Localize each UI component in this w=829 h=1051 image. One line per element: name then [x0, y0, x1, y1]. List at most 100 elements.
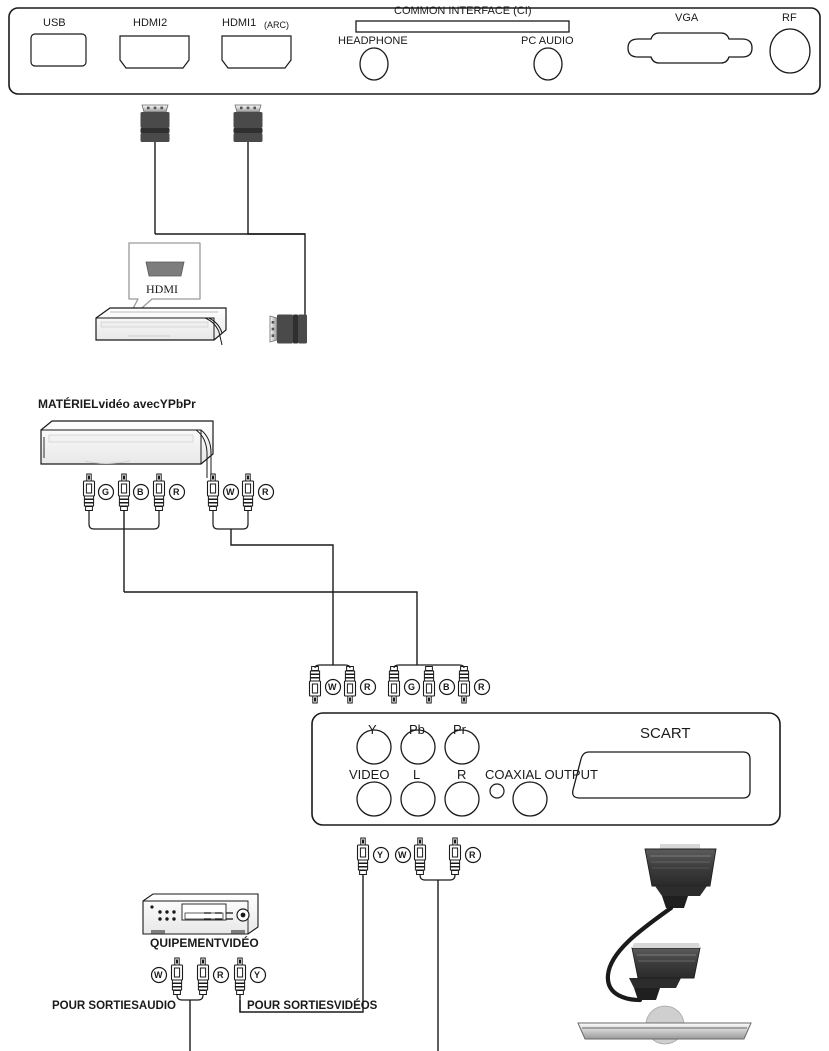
code-text-vy: Y — [254, 970, 261, 980]
mid-component-plug-b — [424, 667, 435, 704]
top-panel-body — [8, 7, 821, 95]
code-text-bw: W — [398, 850, 407, 860]
scart-cable — [577, 844, 752, 1045]
code-text-vr: R — [217, 970, 224, 980]
port-label-vga: VGA — [675, 12, 699, 24]
code-badge-mr2 — [473, 678, 491, 696]
jack-label-y: Y — [368, 722, 377, 737]
mid-component-plug-g — [389, 667, 400, 704]
vcr-heading: QUIPEMENTVIDÉO — [150, 936, 259, 950]
port-headphone-shape[interactable] — [359, 47, 389, 81]
code-text-r: R — [173, 487, 180, 497]
code-badge-mw — [324, 678, 342, 696]
code-badge-mb2 — [438, 678, 456, 696]
ypbpr-audio-plug-w — [206, 473, 220, 512]
code-text-g: G — [102, 487, 110, 497]
bottom-plug-w — [413, 837, 427, 876]
jack-label-video: VIDEO — [349, 767, 390, 782]
code-badge-mg2 — [403, 678, 421, 696]
mid-component-plug-r — [459, 667, 470, 704]
mid-audio-plug-r — [345, 667, 356, 704]
hdmi-cable-right — [233, 104, 306, 329]
jack-video[interactable] — [356, 781, 392, 817]
jack-coaxial-output[interactable] — [512, 781, 548, 817]
code-text-br: R — [469, 850, 476, 860]
port-label-headphone: HEADPHONE — [338, 35, 408, 47]
hdmi-source-device — [95, 307, 227, 346]
code-text-vw: W — [154, 970, 163, 980]
code-text-by: Y — [377, 850, 384, 860]
port-label-scart: SCART — [640, 725, 691, 742]
ypbpr-component-plug-g — [82, 473, 96, 512]
code-badge-by — [372, 846, 390, 864]
code-badge-r2 — [257, 483, 275, 501]
jack-label-coaxial: COAXIAL OUTPUT — [485, 767, 598, 782]
code-badge-b — [132, 483, 150, 501]
port-hdmi2-shape[interactable] — [119, 35, 190, 69]
ypbpr-audio-bundle — [212, 511, 249, 530]
code-text-w2: W — [226, 487, 235, 497]
jack-pb[interactable] — [400, 729, 436, 765]
port-label-hdmi1-arc: (ARC) — [264, 20, 289, 30]
code-text-mw: W — [328, 682, 337, 692]
jack-coaxial-small[interactable] — [489, 783, 505, 799]
ypbpr-device — [40, 420, 214, 478]
code-badge-vy — [249, 966, 267, 984]
hdmi-cable-left — [140, 104, 170, 234]
jack-label-l: L — [413, 767, 421, 782]
jack-l[interactable] — [400, 781, 436, 817]
vcr-audio-plug-w — [170, 957, 184, 996]
port-label-hdmi2: HDMI2 — [133, 17, 168, 29]
code-text-b: B — [137, 487, 144, 497]
port-ci-slot-shape[interactable] — [355, 20, 570, 33]
code-text-r2: R — [262, 487, 269, 497]
vcr-video-plug-y — [233, 957, 247, 996]
hdmi-plug-into-device — [269, 314, 308, 344]
code-badge-bw — [394, 846, 412, 864]
port-hdmi1-shape[interactable] — [221, 35, 292, 69]
hdmi-callout-label: HDMI — [146, 282, 178, 296]
jack-y[interactable] — [356, 729, 392, 765]
code-badge-w2 — [222, 483, 240, 501]
code-text-mr2: R — [478, 682, 485, 692]
code-text-mg: G — [408, 682, 416, 692]
jack-r[interactable] — [444, 781, 480, 817]
jack-label-r: R — [457, 767, 467, 782]
mid-component-bundle — [393, 664, 465, 669]
jack-pr[interactable] — [444, 729, 480, 765]
code-text-mb: B — [443, 682, 450, 692]
label-audio-outputs: POUR SORTIESAUDIO — [52, 1000, 176, 1012]
code-badge-g — [97, 483, 115, 501]
port-label-usb: USB — [43, 17, 66, 29]
ypbpr-heading: MATÉRIELvidéo avecYPbPr — [38, 397, 196, 411]
code-badge-mr — [359, 678, 377, 696]
port-scart-shape[interactable] — [572, 751, 751, 799]
port-pcaudio-shape[interactable] — [533, 47, 563, 81]
port-vga-shape[interactable] — [627, 32, 753, 64]
vcr-audio-plug-r — [196, 957, 210, 996]
jack-label-pr: Pr — [453, 722, 466, 737]
code-badge-r — [168, 483, 186, 501]
ypbpr-audio-plug-r — [241, 473, 255, 512]
label-video-outputs: POUR SORTIESVIDÉOS — [247, 1000, 378, 1012]
code-text-mr: R — [364, 682, 371, 692]
port-label-pcaudio: PC AUDIO — [521, 35, 574, 47]
vcr-device — [142, 893, 259, 935]
port-label-ci: COMMON INTERFACE (CI) — [394, 5, 532, 17]
code-badge-vr — [212, 966, 230, 984]
port-usb-shape[interactable] — [30, 33, 87, 67]
ypbpr-component-plug-b — [117, 473, 131, 512]
ypbpr-video-run2 — [124, 591, 418, 665]
jack-label-pb: Pb — [409, 722, 425, 737]
mid-audio-bundle — [314, 664, 351, 669]
bottom-audio-bundle — [419, 874, 456, 881]
port-label-hdmi1: HDMI1 — [222, 17, 257, 29]
port-rf-shape[interactable] — [769, 28, 811, 74]
vcr-audio-bundle — [176, 994, 204, 1001]
bottom-plug-r — [448, 837, 462, 876]
code-badge-vw — [150, 966, 168, 984]
ypbpr-audio-run — [230, 529, 334, 665]
ypbpr-component-plug-r — [152, 473, 166, 512]
